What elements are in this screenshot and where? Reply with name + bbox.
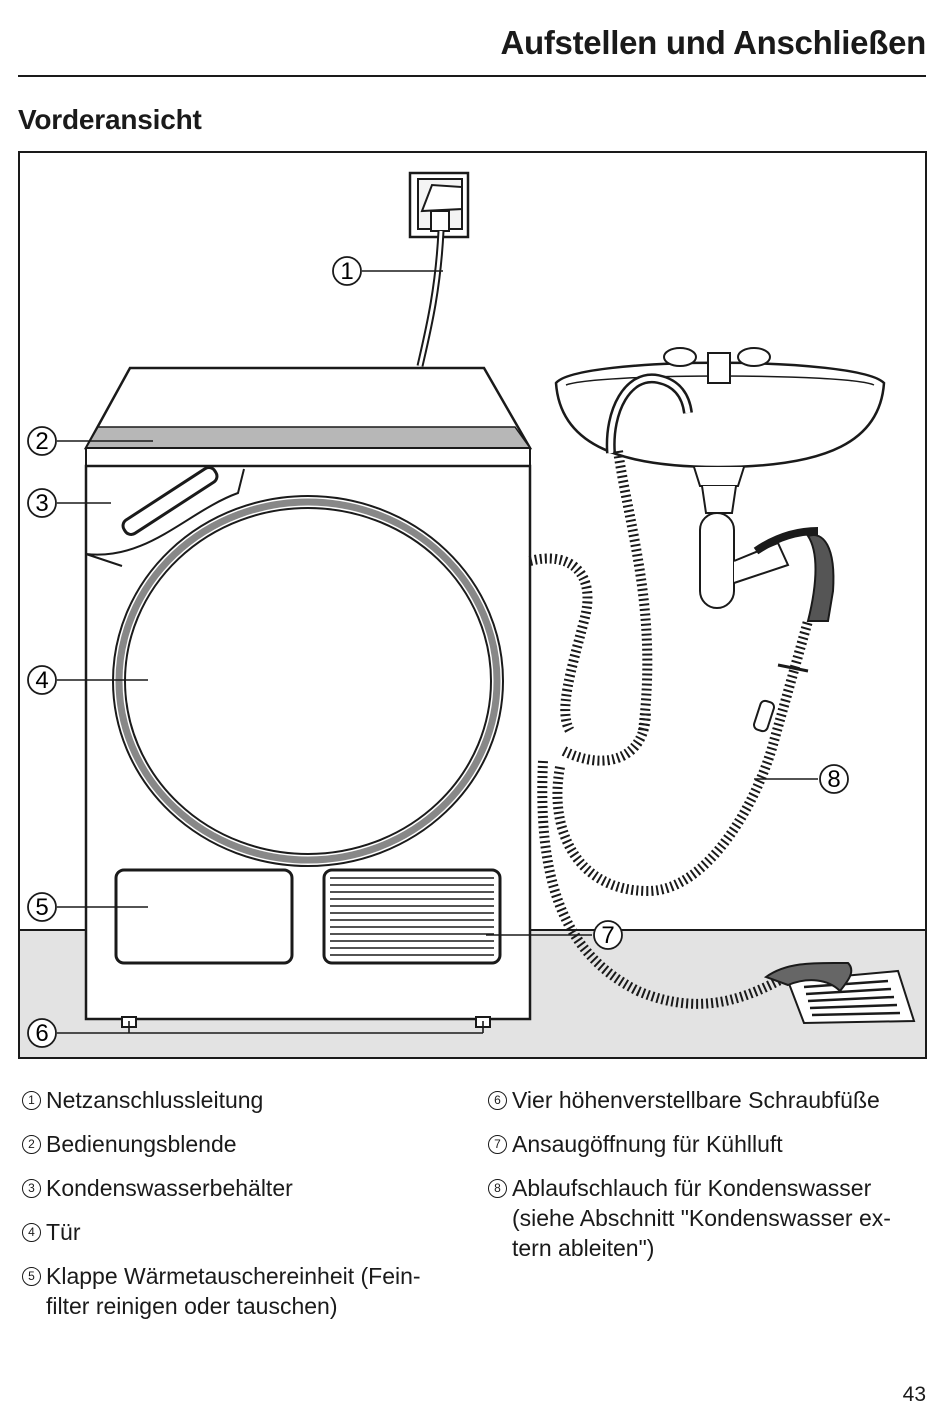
legend-number: 5: [22, 1267, 41, 1286]
callout-5: 5: [27, 892, 57, 922]
wall-socket: [408, 171, 470, 239]
legend-text: Ablaufschlauch für Kondenswasser (siehe …: [512, 1175, 891, 1261]
legend-text: Tür: [46, 1219, 81, 1245]
drain-hose: [552, 619, 813, 897]
svg-text:1: 1: [340, 258, 353, 285]
legend-item: 4 Tür: [22, 1217, 462, 1247]
section-title: Vorderansicht: [18, 104, 202, 135]
legend-number: 4: [22, 1223, 41, 1242]
air-intake-grille: [322, 868, 502, 965]
floor-drain: [763, 961, 916, 1025]
legend-item: 2 Bedienungsblende: [22, 1129, 462, 1159]
legend-item: 1 Netzanschlussleitung: [22, 1085, 462, 1115]
legend-text: Bedienungsblende: [46, 1131, 237, 1157]
legend-text: Vier höhenverstellbare Schraubfüße: [512, 1087, 880, 1113]
hose-connector: [753, 663, 809, 733]
svg-text:8: 8: [827, 766, 840, 793]
legend-number: 1: [22, 1091, 41, 1110]
dryer-front-view-illustration: 1 2 3 4 5 6 7 8: [18, 151, 927, 1059]
legend-item: 8 Ablaufschlauch für Kondenswasser (sieh…: [488, 1173, 928, 1263]
svg-text:4: 4: [35, 667, 48, 694]
callout-7: 7: [593, 920, 623, 950]
legend-text: Netzanschlussleitung: [46, 1087, 264, 1113]
svg-text:5: 5: [35, 894, 48, 921]
header-divider: [18, 75, 926, 77]
legend-item: 5 Klappe Wärmetauschereinheit (Fein-filt…: [22, 1261, 462, 1321]
svg-text:2: 2: [35, 428, 48, 455]
legend-number: 7: [488, 1135, 507, 1154]
faucet: [707, 352, 731, 384]
siphon: [699, 512, 735, 609]
legend-item: 3 Kondenswasserbehälter: [22, 1173, 462, 1203]
callout-3: 3: [27, 488, 57, 518]
callout-6: 6: [27, 1018, 57, 1048]
control-panel: [84, 426, 532, 449]
legend-left: 1 Netzanschlussleitung 2 Bedienungsblend…: [22, 1085, 462, 1335]
heat-exchanger-flap: [114, 868, 294, 965]
callout-8: 8: [819, 764, 849, 794]
callout-2: 2: [27, 426, 57, 456]
legend-text: Kondenswasserbehälter: [46, 1175, 293, 1201]
callout-4: 4: [27, 665, 57, 695]
legend-text: Ansaugöffnung für Kühlluft: [512, 1131, 783, 1157]
legend-item: 7 Ansaugöffnung für Kühlluft: [488, 1129, 928, 1159]
page-header-title: Aufstellen und Anschließen: [500, 24, 926, 61]
legend-number: 8: [488, 1179, 507, 1198]
legend-item: 6 Vier höhenverstellbare Schraubfüße: [488, 1085, 928, 1115]
legend-right: 6 Vier höhenverstellbare Schraubfüße 7 A…: [488, 1085, 928, 1277]
dryer: [83, 366, 533, 1028]
legend-number: 2: [22, 1135, 41, 1154]
legend-number: 6: [488, 1091, 507, 1110]
svg-text:3: 3: [35, 490, 48, 517]
legend-number: 3: [22, 1179, 41, 1198]
svg-text:6: 6: [35, 1020, 48, 1047]
legend-text: Klappe Wärmetauschereinheit (Fein-filter…: [46, 1263, 421, 1319]
condensate-container-handle: [121, 466, 219, 536]
page-number: 43: [902, 1383, 926, 1406]
callout-1: 1: [332, 256, 362, 286]
svg-text:7: 7: [601, 922, 614, 949]
